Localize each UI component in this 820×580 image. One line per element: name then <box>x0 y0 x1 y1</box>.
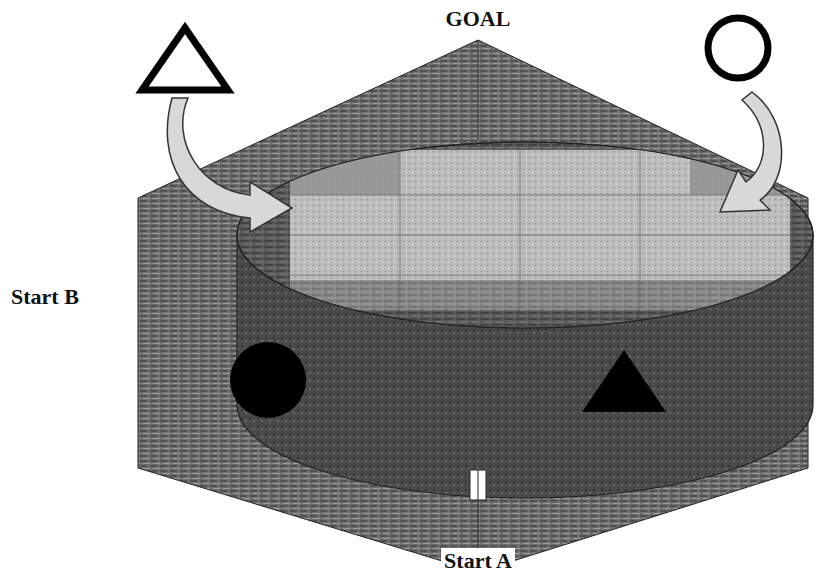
start-label: Start B <box>8 284 82 309</box>
start-label: Start A <box>441 548 515 573</box>
goal-label: GOAL <box>443 6 514 31</box>
